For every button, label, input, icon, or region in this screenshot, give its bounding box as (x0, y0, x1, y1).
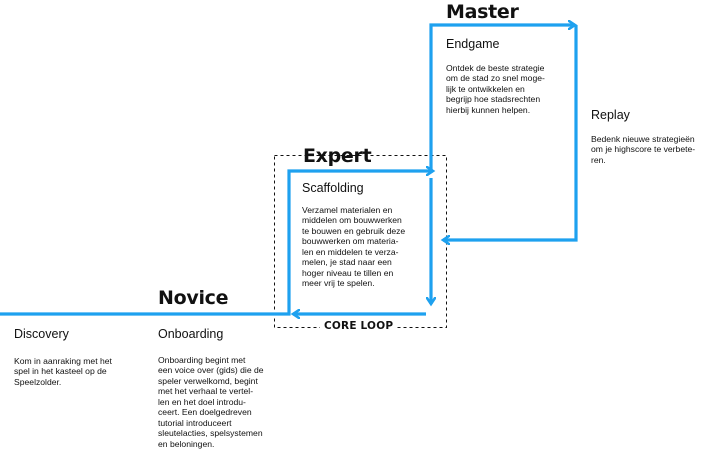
stage-title-replay: Replay (591, 108, 630, 122)
stage-description-replay: Bedenk nieuwe strategieën om je highscor… (591, 134, 696, 165)
replay-return-arrow (443, 25, 578, 240)
stage-title-scaffolding: Scaffolding (302, 181, 364, 195)
level-expert: Expert (303, 145, 372, 167)
core-loop-label: CORE LOOP (320, 321, 398, 332)
stage-description-discovery: Kom in aanraking met het spel in het kas… (14, 356, 112, 387)
stage-description-scaffolding: Verzamel materialen en middelen om bouww… (302, 205, 406, 289)
level-master: Master (446, 1, 519, 23)
level-novice: Novice (158, 287, 229, 309)
stage-title-discovery: Discovery (14, 327, 69, 341)
master-path-line (429, 25, 575, 171)
stage-title-endgame: Endgame (446, 37, 500, 51)
stage-title-onboarding: Onboarding (158, 327, 224, 341)
stage-description-endgame: Ontdek de beste strategie om de stad zo … (446, 63, 545, 115)
novice-path-line (0, 171, 433, 316)
stage-description-onboarding: Onboarding begint met een voice over (gi… (158, 355, 264, 449)
